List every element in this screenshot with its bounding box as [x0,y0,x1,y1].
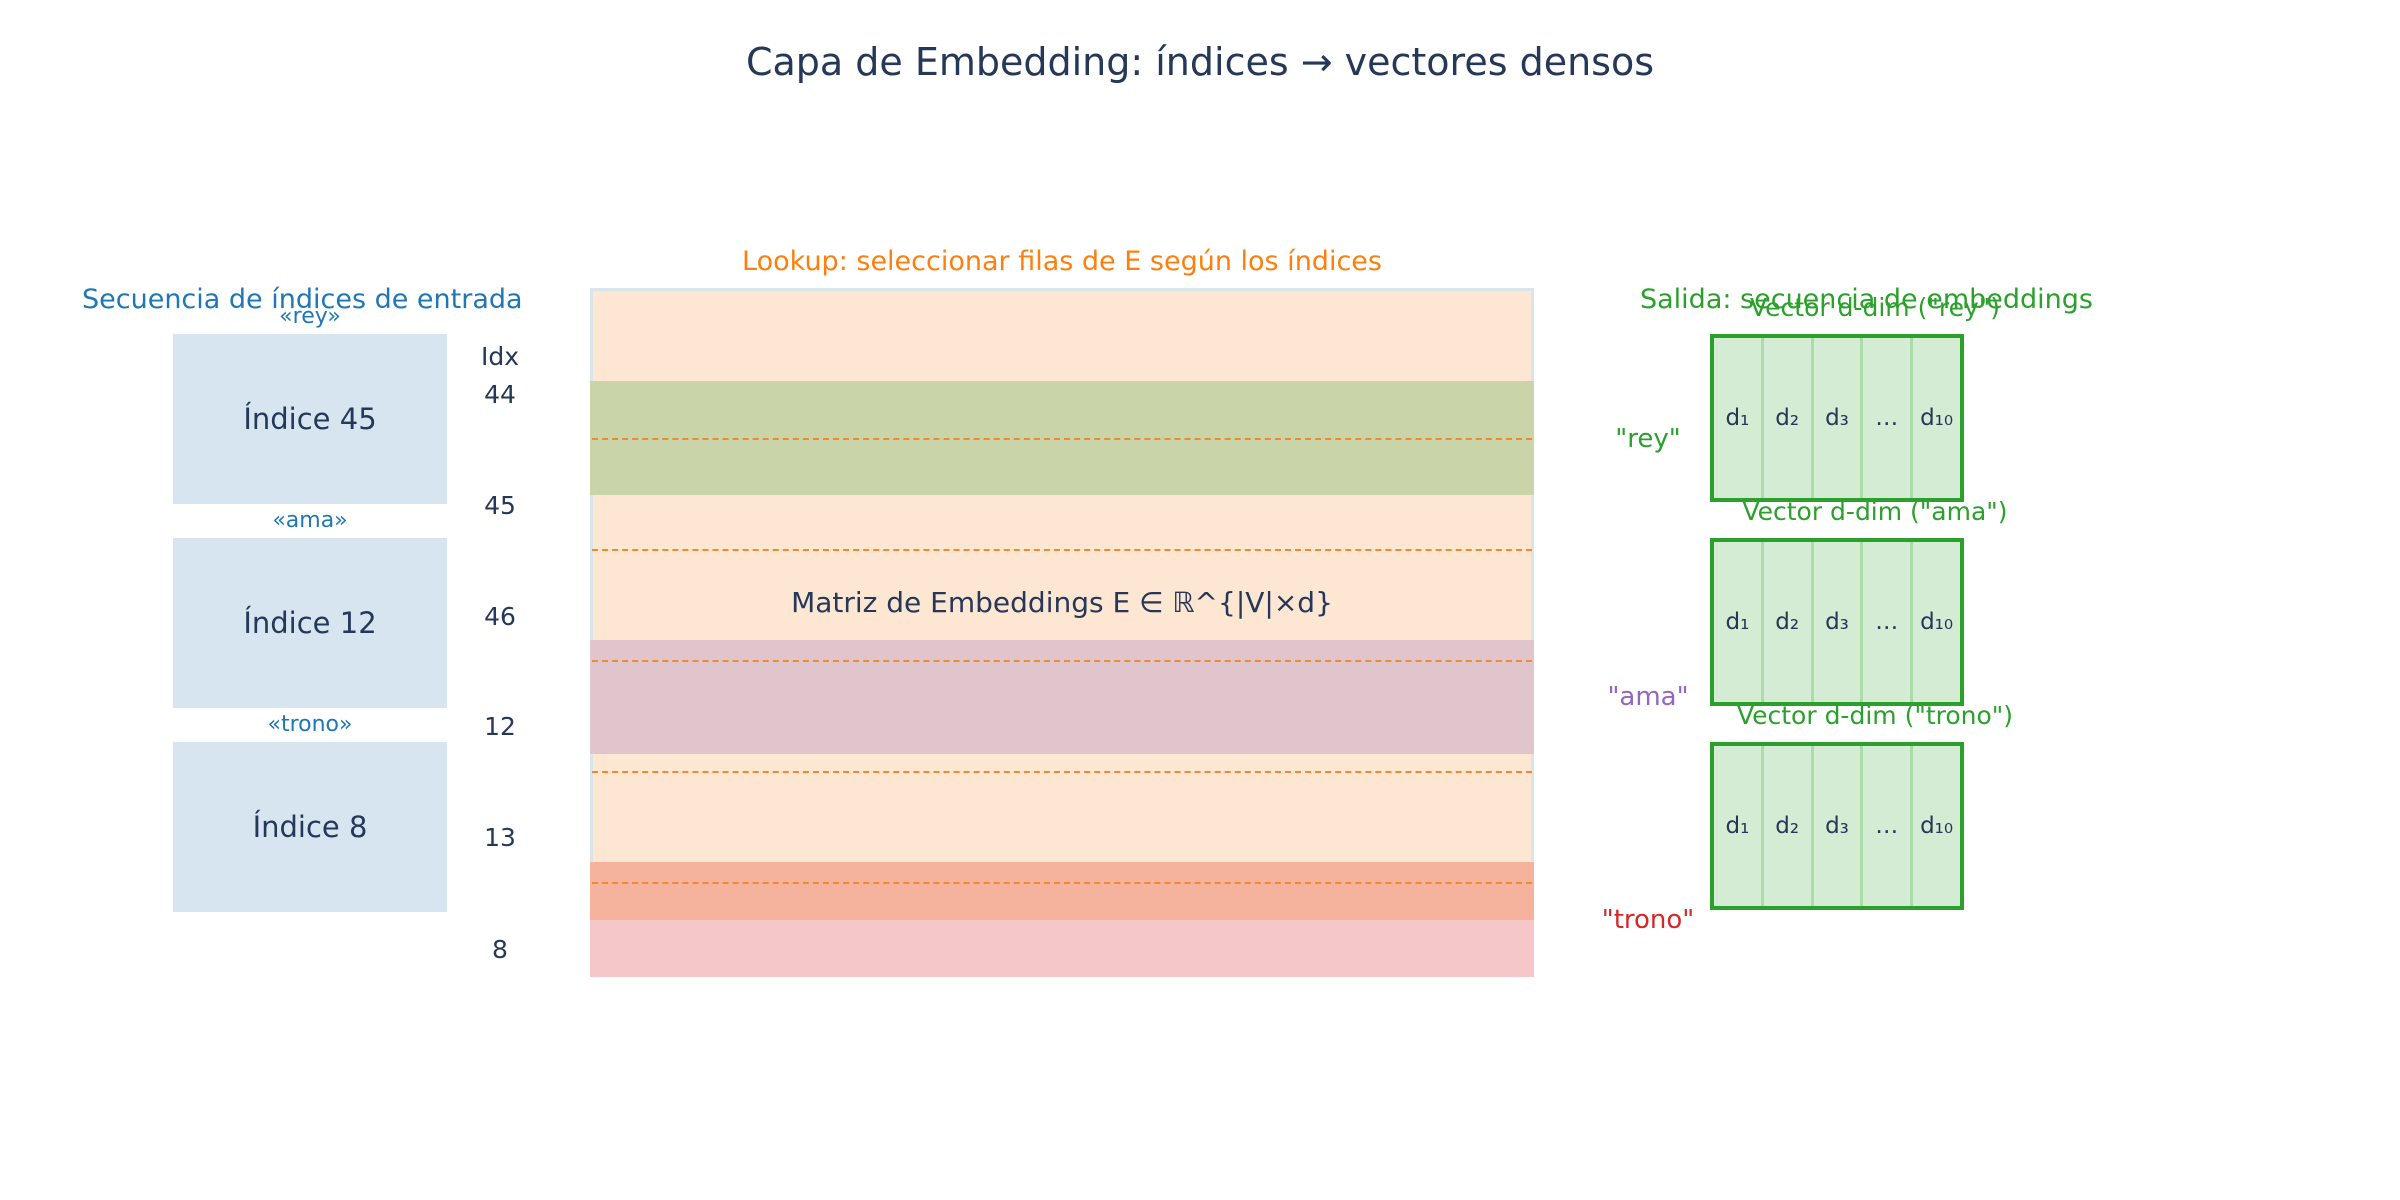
row-index-13: 13 [484,823,516,852]
selected-row-ama [590,640,1534,754]
vector-cell: d₁₀ [1920,813,1954,839]
output-vector-trono: d₁ d₂ d₃ … d₁₀ [1710,742,1964,910]
input-sequence-header: Secuencia de índices de entrada [82,284,523,315]
vector-cell: d₂ [1764,338,1814,498]
vector-cell: … [1863,542,1914,702]
output-word-trono: "trono" [1601,905,1695,935]
lookup-caption: Lookup: seleccionar filas de E según los… [742,246,1382,277]
row-index-8: 8 [492,935,508,964]
row-divider [592,771,1532,773]
output-word-ama: "ama" [1607,682,1689,712]
output-word-rey: "rey" [1615,424,1681,454]
row-divider [592,882,1532,884]
vector-cell: … [1863,746,1914,906]
vector-cell: d₂ [1764,746,1814,906]
index-column-header: Idx [480,342,520,371]
vector-cell: d₁₀ [1920,405,1954,431]
row-divider [592,660,1532,662]
matrix-label: Matriz de Embeddings E ∈ ℝ^{|V|×d} [791,586,1333,619]
diagram-title: Capa de Embedding: índices → vectores de… [745,40,1655,84]
vector-cell: d₁₀ [1920,609,1954,635]
row-index-44: 44 [484,380,516,409]
row-index-45: 45 [484,491,516,520]
row-index-46: 46 [484,602,516,631]
vector-cell: d₃ [1814,338,1864,498]
vector-cell: d₃ [1814,746,1864,906]
vector-caption-trono: Vector d-dim ("trono") [1736,701,2014,730]
vector-cell: d₃ [1814,542,1864,702]
input-word-trono: «trono» [267,712,353,737]
matrix-row-extra [590,920,1534,977]
vector-cell: d₁ [1714,338,1764,498]
input-word-rey: «rey» [279,304,341,329]
input-index-box-8: Índice 8 [173,742,447,912]
vector-cell: … [1863,338,1914,498]
input-index-box-45: Índice 45 [173,334,447,504]
output-sequence-header: Salida: secuencia de embeddings [1640,284,2093,315]
row-index-12: 12 [484,712,516,741]
output-vector-ama: d₁ d₂ d₃ … d₁₀ [1710,538,1964,706]
input-word-ama: «ama» [272,508,348,533]
output-vector-rey: d₁ d₂ d₃ … d₁₀ [1710,334,1964,502]
row-divider [592,438,1532,440]
row-divider [592,549,1532,551]
vector-cell: d₁ [1714,746,1764,906]
vector-cell: d₁ [1714,542,1764,702]
selected-row-trono [590,862,1534,920]
input-index-box-12: Índice 12 [173,538,447,708]
vector-caption-rey: Vector d-dim ("rey") [1749,293,2001,322]
vector-cell: d₂ [1764,542,1814,702]
vector-caption-ama: Vector d-dim ("ama") [1742,497,2008,526]
